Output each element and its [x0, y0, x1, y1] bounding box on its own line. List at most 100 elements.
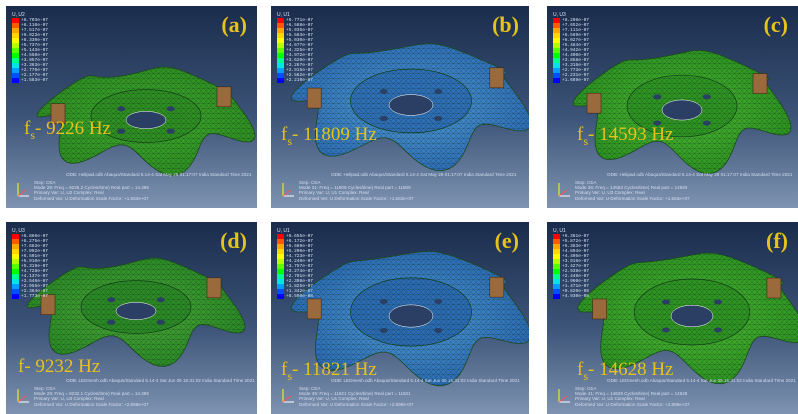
legend-row: +3.957e-07 [12, 58, 76, 63]
legend-row: +6.569e-07 [553, 33, 617, 38]
legend-swatch [277, 58, 284, 63]
legend-row: +1.583e-07 [12, 78, 76, 83]
contour-legend: U, U1+6.361e-07+5.872e-07+5.383e-07+4.89… [553, 228, 617, 299]
legend-row: +3.363e-07 [12, 63, 76, 68]
step-info-line: Primary Var: U, U1 Complex: Real [299, 190, 369, 196]
legend-row: +4.240e-07 [277, 259, 341, 264]
legend-row: +3.858e-07 [553, 58, 617, 63]
legend-row: +9.820e-08 [553, 289, 617, 294]
frequency-value: - 14593 Hz [588, 124, 674, 145]
legend-value: +2.210e-07 [286, 78, 314, 83]
legend-value: +3.858e-07 [562, 58, 590, 63]
legend-value: +8.275e-07 [21, 239, 49, 244]
legend-swatch [277, 254, 284, 259]
step-info-line: Step: CEA [575, 386, 597, 391]
legend-swatch [12, 28, 19, 33]
legend-value: +4.325e-07 [286, 48, 314, 53]
panel-c: U, U3+8.208e-07+7.652e-07+7.111e-07+6.56… [547, 6, 798, 208]
step-info-line: Primary Var: U, U3 Complex: Real [34, 396, 104, 402]
axis-triad-icon [282, 389, 294, 403]
legend-row: +4.677e-07 [277, 43, 341, 48]
legend-value: +1.825e-07 [286, 284, 314, 289]
legend-swatch [277, 43, 284, 48]
frequency-subscript: s [583, 133, 588, 148]
legend-row: +5.935e-07 [277, 28, 341, 33]
legend-value: +5.206e-07 [286, 249, 314, 254]
axis-triad-icon [17, 389, 29, 403]
legend-value: +4.400e-07 [562, 53, 590, 58]
step-info-line: Mode 39: Freq = 11821 Cycles/time) Real … [299, 391, 411, 397]
legend-swatch [553, 38, 560, 43]
legend-value: +2.231e-07 [562, 73, 590, 78]
legend-value: +1.773e-07 [21, 294, 49, 299]
legend-value: +2.773e-07 [562, 68, 590, 73]
legend-swatch [12, 48, 19, 53]
legend-swatch [277, 78, 284, 83]
frequency-symbol: f [281, 124, 288, 145]
legend-row: +2.791e-07 [277, 274, 341, 279]
deformed-mesh-model [290, 250, 529, 387]
legend-value: +8.590e-08 [286, 294, 314, 299]
panel-a: U, U2+8.703e-07+8.110e-07+7.517e-07+6.92… [6, 6, 257, 208]
legend-row: +8.275e-07 [12, 239, 76, 244]
panel-label: (c) [763, 12, 788, 37]
legend-swatch [12, 259, 19, 264]
legend-swatch [277, 18, 284, 23]
step-info-line: Step: CEA [34, 386, 56, 391]
legend-swatch [553, 264, 560, 269]
legend-value: +1.471e-07 [562, 284, 590, 289]
legend-value: +5.319e-07 [21, 264, 49, 269]
legend-value: +2.770e-07 [21, 68, 49, 73]
legend-row: +2.231e-07 [553, 73, 617, 78]
legend-row: +5.030e-07 [277, 38, 341, 43]
legend-swatch [277, 259, 284, 264]
legend-swatch [12, 279, 19, 284]
legend-value: +4.728e-07 [21, 269, 49, 274]
legend-row: +6.330e-07 [12, 38, 76, 43]
legend-value: +5.935e-07 [286, 28, 314, 33]
legend-value: +4.137e-07 [21, 274, 49, 279]
panel-b: U, U1+6.771e-07+6.588e-07+5.935e-07+5.58… [271, 6, 529, 208]
legend-swatch [12, 274, 19, 279]
legend-swatch [277, 264, 284, 269]
legend-row: +5.206e-07 [277, 249, 341, 254]
legend-swatch [553, 259, 560, 264]
legend-swatch [277, 33, 284, 38]
legend-value: +6.569e-07 [562, 33, 590, 38]
frequency-symbol: f [577, 359, 584, 380]
legend-swatch [553, 294, 560, 299]
legend-row: +7.111e-07 [553, 28, 617, 33]
legend-swatch [277, 63, 284, 68]
step-info-line: Mode 36: Freq = 14593 Cycles/time) Real … [575, 185, 688, 191]
legend-row: +6.923e-07 [12, 33, 76, 38]
frequency-label: fs- 14593 Hz [577, 124, 673, 149]
step-info-line: Deformed Var: U Deformation Scale Factor… [299, 401, 414, 407]
legend-swatch [12, 234, 19, 239]
legend-row: +3.916e-07 [553, 259, 617, 264]
legend-swatch [277, 244, 284, 249]
legend-swatch [277, 23, 284, 28]
legend-row: +3.267e-07 [277, 63, 341, 68]
legend-swatch [277, 274, 284, 279]
legend-swatch [553, 18, 560, 23]
step-info-line: Primary Var: U, U1 Complex: Real [299, 396, 369, 402]
legend-value: +5.583e-07 [286, 33, 314, 38]
legend-row: +4.137e-07 [12, 274, 76, 279]
panel-d: U, U3+8.866e-07+8.275e-07+7.683e-07+7.09… [6, 222, 257, 414]
legend-row: +5.689e-07 [277, 244, 341, 249]
axis-triad-icon [17, 183, 29, 197]
legend-value: +5.689e-07 [286, 244, 314, 249]
legend-swatch [277, 279, 284, 284]
odb-info-line: ODB: LEDmesh.odb Abaqus/Standard 6.14-4 … [331, 378, 520, 383]
legend-value: +2.449e-07 [562, 274, 590, 279]
legend-swatch [277, 269, 284, 274]
legend-value: +2.177e-07 [21, 73, 49, 78]
legend-swatch [12, 18, 19, 23]
legend-swatch [553, 58, 560, 63]
legend-swatch [553, 23, 560, 28]
legend-value: +3.427e-07 [562, 264, 590, 269]
legend-value: +5.030e-07 [286, 38, 314, 43]
legend-value: +2.955e-07 [21, 284, 49, 289]
legend-title: U, U1 [277, 228, 290, 234]
odb-info-line: ODB: Helipad.odb Abaqus/Standard 6.14-4 … [607, 172, 793, 177]
